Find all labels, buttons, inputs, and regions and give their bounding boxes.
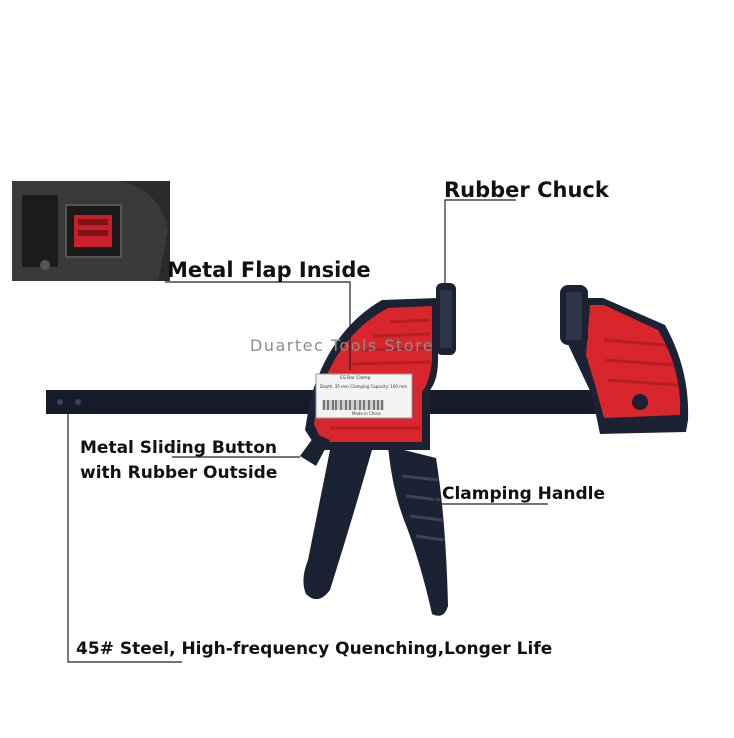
- metal-flap-label: Metal Flap Inside: [167, 258, 371, 282]
- fixed-grip: [303, 450, 372, 600]
- metal-flap-leader: [165, 281, 351, 370]
- steel-label: 45# Steel, High-frequency Quenching,Long…: [76, 639, 553, 659]
- sticker-line-3: Made in China: [352, 411, 381, 416]
- sliding-button-label-line2: with Rubber Outside: [80, 463, 278, 483]
- rubber-chuck-leader: [444, 199, 516, 283]
- clamping-handle-lever: [388, 446, 448, 616]
- leader-lines: [67, 199, 548, 663]
- movable-jaw-body: [305, 283, 456, 450]
- clamping-handle-leader: [429, 491, 548, 505]
- steel-leader: [67, 406, 182, 663]
- sticker-line-2: Depth: 35 mm Clamping Capacity: 100 mm: [320, 384, 407, 389]
- store-watermark: Duartec Tools Store: [250, 336, 435, 355]
- rubber-chuck-label: Rubber Chuck: [444, 178, 609, 202]
- sliding-button-label-line1: Metal Sliding Button: [80, 438, 277, 458]
- sliding-button: [300, 434, 330, 466]
- clamping-handle-label: Clamping Handle: [442, 484, 606, 504]
- metal-flap-inset-photo: [12, 181, 170, 281]
- fixed-jaw: [560, 285, 689, 434]
- sticker-line-1: ES Bar Clamp: [340, 376, 371, 381]
